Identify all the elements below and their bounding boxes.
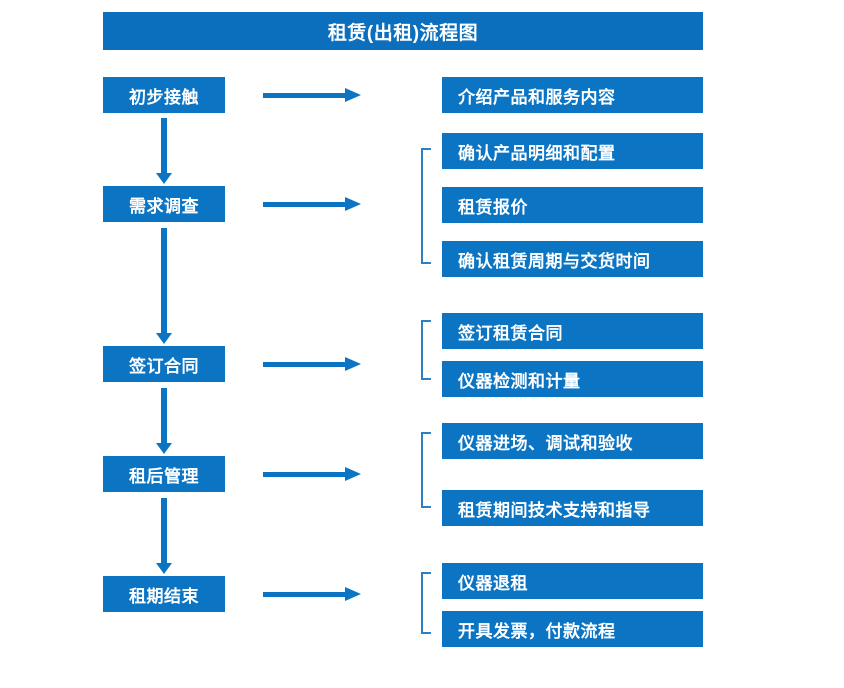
detail-box-technical-support[interactable]: 租赁期间技术支持和指导 — [442, 490, 703, 526]
group-bracket-rental-end — [421, 572, 431, 634]
connector-arrow-down-3 — [156, 388, 172, 454]
stage-box-rental-end[interactable]: 租期结束 — [103, 576, 225, 612]
connector-arrow-right-4 — [263, 467, 363, 481]
group-bracket-post-rental — [421, 432, 431, 508]
connector-arrow-right-3 — [263, 357, 363, 371]
stage-box-demand-survey[interactable]: 需求调查 — [103, 186, 225, 222]
detail-box-sign-rental-contract[interactable]: 签订租赁合同 — [442, 313, 703, 349]
detail-box-instrument-entry-commissioning[interactable]: 仪器进场、调试和验收 — [442, 423, 703, 459]
group-bracket-sign-contract — [421, 320, 431, 380]
connector-arrow-right-5 — [263, 587, 363, 601]
group-bracket-demand-survey — [421, 148, 431, 264]
connector-arrow-right-1 — [263, 88, 363, 102]
connector-arrow-down-1 — [156, 118, 172, 184]
detail-box-confirm-rental-period[interactable]: 确认租赁周期与交货时间 — [442, 241, 703, 277]
stage-box-sign-contract[interactable]: 签订合同 — [103, 346, 225, 382]
connector-arrow-down-2 — [156, 228, 172, 344]
detail-box-instrument-return[interactable]: 仪器退租 — [442, 563, 703, 599]
detail-box-introduce-products[interactable]: 介绍产品和服务内容 — [442, 77, 703, 113]
detail-box-confirm-product-details[interactable]: 确认产品明细和配置 — [442, 133, 703, 169]
connector-arrow-right-2 — [263, 197, 363, 211]
detail-box-rental-quotation[interactable]: 租赁报价 — [442, 187, 703, 223]
connector-arrow-down-4 — [156, 498, 172, 574]
stage-box-post-rental-management[interactable]: 租后管理 — [103, 456, 225, 492]
detail-box-instrument-inspection[interactable]: 仪器检测和计量 — [442, 361, 703, 397]
stage-box-initial-contact[interactable]: 初步接触 — [103, 77, 225, 113]
flowchart-title: 租赁(出租)流程图 — [103, 12, 703, 50]
detail-box-invoice-payment[interactable]: 开具发票，付款流程 — [442, 611, 703, 647]
